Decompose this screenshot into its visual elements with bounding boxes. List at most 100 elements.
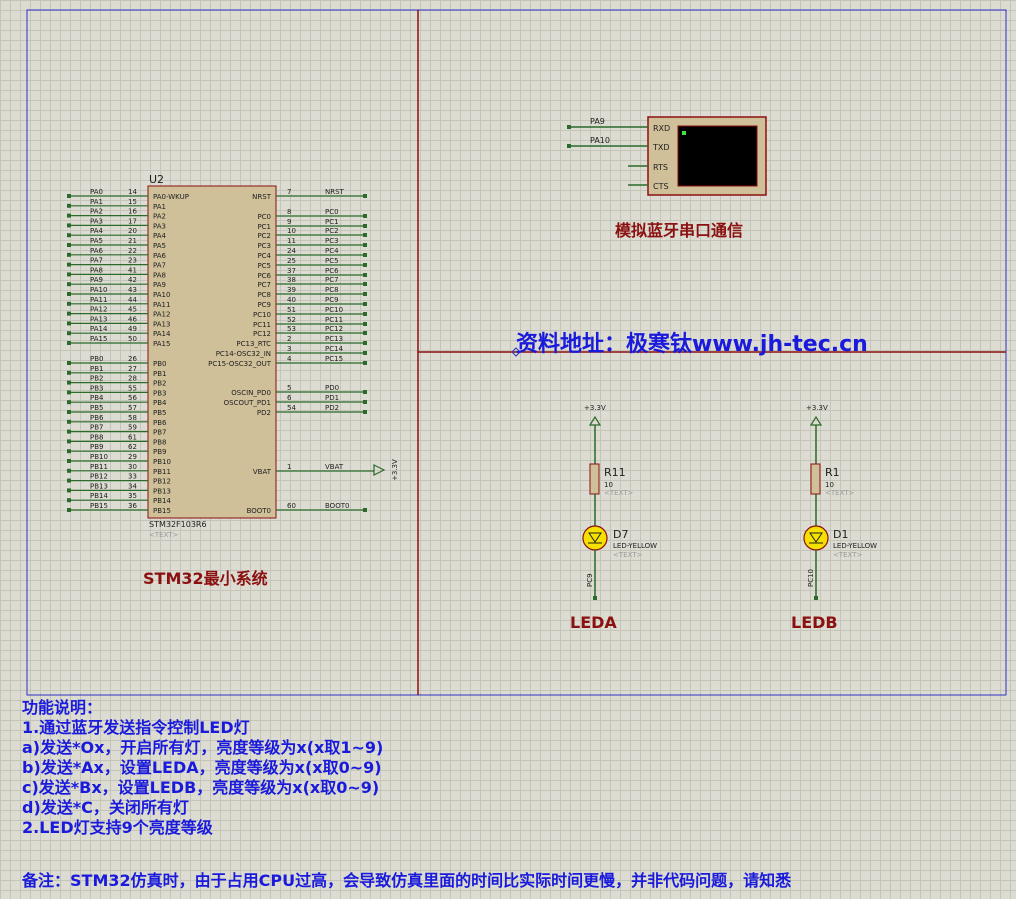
led-a-res-val: 10 — [604, 481, 613, 489]
pin-name: PB12 — [153, 478, 171, 486]
pin-number: 54 — [287, 404, 296, 412]
pin-terminal — [363, 341, 367, 345]
pin-net-label: PB3 — [90, 384, 103, 392]
pin-name: PC8 — [257, 291, 271, 299]
pin-terminal — [67, 331, 71, 336]
pin-terminal — [67, 429, 71, 434]
pin-net-label: PB10 — [90, 453, 108, 461]
pin-net-label: PB5 — [90, 404, 103, 412]
pin-number: 1 — [287, 463, 291, 471]
pin-net-label: VBAT — [325, 463, 344, 471]
led-a-led-text: <TEXT> — [613, 551, 643, 559]
pin-name: PA2 — [153, 213, 166, 221]
pin-number: 53 — [287, 325, 296, 333]
pin-name: PB13 — [153, 487, 171, 495]
pin-net-label: BOOT0 — [325, 502, 349, 510]
pin-terminal — [363, 508, 367, 512]
pin-name: PC9 — [257, 301, 271, 309]
pin-terminal — [363, 322, 367, 326]
pin-name: PC7 — [257, 281, 271, 289]
pin-number: 16 — [128, 208, 137, 216]
pin-terminal — [363, 233, 367, 237]
pin-number: 28 — [128, 375, 137, 383]
pin-net-label: PC2 — [325, 227, 339, 235]
pin-terminal — [67, 410, 71, 414]
pin-name: PA15 — [153, 340, 170, 348]
pin-name: PC11 — [253, 321, 271, 329]
pin-terminal — [67, 282, 71, 287]
pin-net-label: PC4 — [325, 247, 339, 255]
pin-net-label: PA5 — [90, 237, 103, 245]
pin-terminal — [363, 361, 367, 365]
pin-number: 45 — [128, 306, 137, 314]
led-b-led-type: LED-YELLOW — [833, 542, 877, 550]
pin-net-label: PC7 — [325, 276, 339, 284]
pin-number: 55 — [128, 384, 137, 392]
pin-name: PB3 — [153, 389, 166, 397]
note-line: a)发送*Ox，开启所有灯，亮度等级为x(x取1~9) — [22, 738, 384, 757]
terminal-rxd-dot — [567, 125, 571, 129]
pin-name: PC12 — [253, 330, 271, 338]
led-a-net: PC9 — [586, 573, 594, 587]
note-line: 功能说明： — [22, 698, 103, 717]
pin-number: 38 — [287, 276, 296, 284]
pin-net-label: PA10 — [90, 286, 107, 294]
uart-terminal[interactable]: RXD TXD RTS CTS PA9 PA10 — [567, 116, 767, 196]
pin-net-label: PC12 — [325, 325, 343, 333]
led-a-led-type: LED-YELLOW — [613, 542, 657, 550]
pin-name: PA13 — [153, 320, 170, 328]
pin-name: PA1 — [153, 203, 166, 211]
pin-net-label: PC5 — [325, 257, 339, 265]
pin-terminal — [363, 292, 367, 296]
pin-number: 5 — [287, 384, 291, 392]
pin-name: PA3 — [153, 222, 166, 230]
pin-number: 51 — [287, 306, 296, 314]
pin-name: BOOT0 — [247, 507, 271, 515]
pin-name: PA6 — [153, 252, 167, 260]
pin-number: 36 — [128, 502, 137, 510]
pin-txd: TXD — [652, 143, 670, 152]
pin-net-label: PB6 — [90, 414, 104, 422]
pin-number: 42 — [128, 276, 137, 284]
vbat-supply-label: +3.3V — [391, 459, 399, 481]
pin-name: PC13_RTC — [236, 340, 271, 348]
pin-name: PA7 — [153, 262, 166, 270]
pin-number: 44 — [128, 296, 137, 304]
terminal-txd-dot — [567, 144, 571, 148]
pin-net-label: PA13 — [90, 315, 107, 323]
note-line: d)发送*C，关闭所有灯 — [22, 798, 189, 817]
pin-number: 7 — [287, 188, 291, 196]
pin-net-label: PB13 — [90, 482, 108, 490]
pin-name: PB2 — [153, 380, 166, 388]
pin-rxd: RXD — [653, 124, 670, 133]
pin-number: 37 — [287, 267, 296, 275]
led-circuit-a[interactable]: +3.3V R11 10 <TEXT> D7 LED-YELLOW <TEXT>… — [582, 404, 657, 600]
pin-net-label: PB0 — [90, 355, 103, 363]
origin-marker — [511, 347, 521, 357]
led-b-net: PC10 — [807, 569, 815, 587]
pin-number: 41 — [128, 266, 137, 274]
pin-net-label: PD0 — [325, 384, 339, 392]
vbat-arrow — [373, 464, 386, 476]
led-b-res-text: <TEXT> — [825, 489, 855, 497]
pin-terminal — [67, 508, 71, 512]
pin-number: 21 — [128, 237, 137, 245]
pin-terminal — [67, 439, 71, 444]
led-b-led-ref: D1 — [833, 528, 848, 541]
pin-number: 11 — [287, 237, 296, 245]
pin-terminal — [363, 410, 367, 414]
terminal-led — [682, 131, 686, 135]
pin-terminal — [67, 301, 71, 306]
pin-name: PC15-OSC32_OUT — [208, 360, 272, 368]
led-circuit-b[interactable]: +3.3V R1 10 <TEXT> D1 LED-YELLOW <TEXT> … — [803, 404, 877, 600]
pin-number: 50 — [128, 335, 137, 343]
pin-name: PC1 — [257, 223, 271, 231]
pin-net-label: PB12 — [90, 473, 108, 481]
pin-terminal — [363, 351, 367, 355]
pin-number: 40 — [287, 296, 296, 304]
pin-net-label: PD2 — [325, 404, 339, 412]
pin-net-label: PC14 — [325, 345, 344, 353]
pin-terminal — [363, 194, 367, 198]
